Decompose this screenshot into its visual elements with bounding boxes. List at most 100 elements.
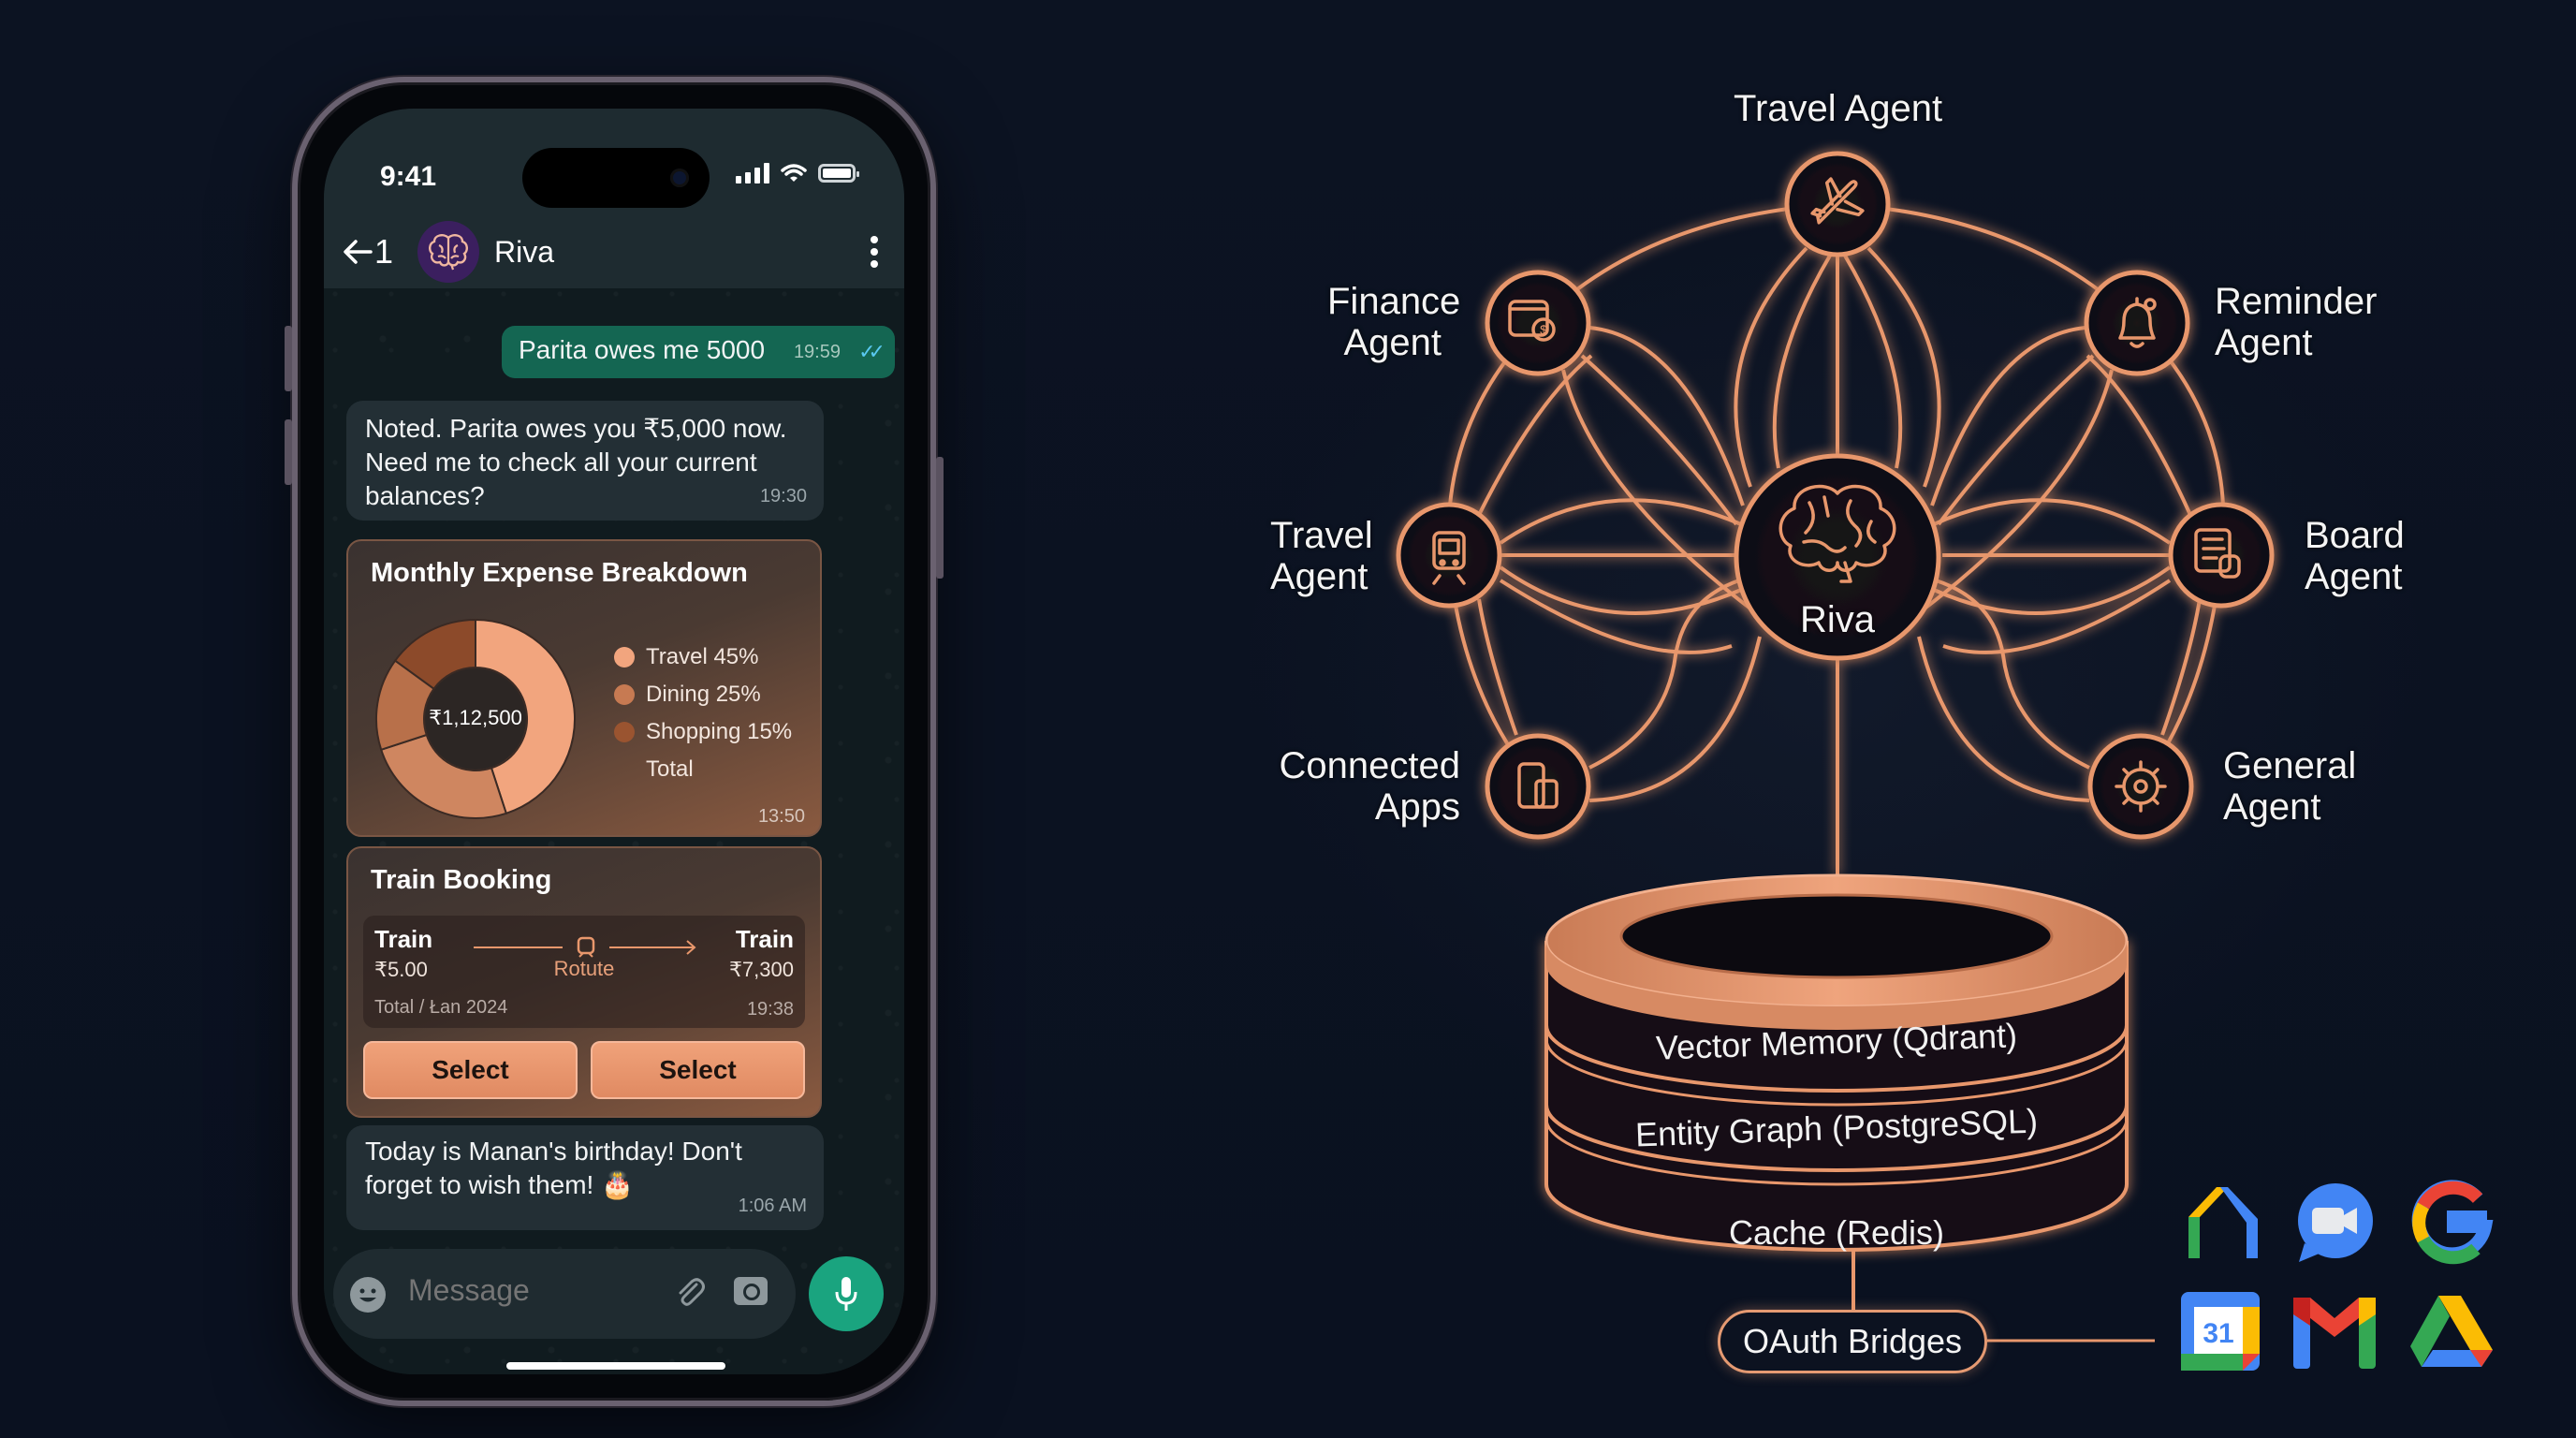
legend-dot (614, 722, 635, 742)
google-calendar-icon: 31 (2181, 1292, 2260, 1371)
message-time: 19:38 (746, 999, 794, 1020)
attachment-icon[interactable] (674, 1275, 706, 1317)
legend-label: Travel 45% (646, 644, 759, 669)
svg-text:31: 31 (2203, 1318, 2233, 1349)
unread-count: 1 (374, 232, 394, 271)
back-button[interactable]: 1 (343, 232, 393, 271)
svg-text:$: $ (1540, 322, 1547, 337)
legend-dot (614, 684, 635, 705)
connected-apps-node (1485, 733, 1591, 840)
home-indicator[interactable] (506, 1362, 725, 1370)
gmail-icon (2293, 1298, 2376, 1369)
chart-legend: Travel 45% Dining 25% Shopping 15% Total (614, 638, 792, 788)
status-icons (736, 163, 859, 183)
legend-label: Total (646, 756, 694, 782)
phone-side-button (285, 419, 292, 485)
dynamic-island (522, 148, 710, 208)
voice-record-button[interactable] (809, 1256, 884, 1331)
message-line: Today is Manan's birthday! Don't (365, 1137, 742, 1166)
phone-screen: 9:41 1 (324, 109, 904, 1374)
train-icon (1432, 531, 1466, 585)
storage-layer-cache: Cache (Redis) (1728, 1213, 1945, 1252)
origin-price: ₹5.00 (374, 958, 428, 981)
agent-nodes (1396, 151, 2275, 840)
route-summary: Train ₹5.00 Rotute Train ₹7,300 Total / … (363, 916, 805, 1028)
message-time: 1:06 AM (738, 1196, 807, 1216)
legend-dot (614, 647, 635, 668)
message-time: 19:59 (793, 342, 841, 362)
outgoing-message[interactable]: Parita owes me 5000 19:59 ✓✓ (502, 326, 895, 378)
destination-label: Train (735, 925, 794, 953)
train-booking-card[interactable]: Train Booking Train ₹5.00 Rotute Train ₹… (346, 846, 822, 1118)
card-title: Train Booking (371, 865, 552, 895)
route-origin: Train ₹5.00 (374, 925, 432, 982)
route-arrow (474, 936, 696, 958)
brain-icon (1778, 484, 1896, 583)
google-drive-icon (2410, 1296, 2493, 1367)
route-caption: Rotute (553, 957, 615, 980)
board-agent-node (2168, 502, 2275, 609)
gear-icon (2115, 760, 2167, 813)
donut-chart (374, 618, 576, 820)
google-icon (2411, 1180, 2494, 1265)
legend-item: Travel 45% (614, 638, 792, 676)
brain-icon (429, 234, 468, 271)
legend-item: Dining 25% (614, 676, 792, 713)
select-button-origin[interactable]: Select (363, 1041, 578, 1099)
route-footer: Total / Łan 2024 (374, 997, 508, 1018)
riva-hub-node (1734, 453, 1941, 661)
devices-icon (1517, 762, 1559, 809)
travel-agent-left-node (1396, 502, 1502, 609)
legend-label: Shopping 15% (646, 719, 793, 744)
back-arrow-icon (344, 240, 373, 264)
reminder-agent-node (2084, 270, 2190, 376)
message-line: balances? (365, 481, 485, 510)
incoming-message[interactable]: Today is Manan's birthday! Don't forget … (346, 1125, 824, 1230)
message-line: Need me to check all your current (365, 448, 757, 477)
message-time: 19:30 (759, 486, 807, 506)
contact-name[interactable]: Riva (494, 234, 555, 269)
destination-price: ₹7,300 (728, 958, 794, 981)
storage-stack (1544, 873, 2155, 1343)
message-text: Parita owes me 5000 (519, 335, 766, 364)
legend-item: Total (614, 751, 792, 788)
phone-power-button (936, 457, 944, 579)
route-destination: Train ₹7,300 (729, 925, 794, 982)
expense-breakdown-card[interactable]: Monthly Expense Breakdown ₹1,12,500 Trav… (346, 539, 822, 837)
card-title: Monthly Expense Breakdown (371, 558, 748, 588)
avatar[interactable] (417, 221, 479, 283)
message-input[interactable] (408, 1273, 633, 1308)
general-agent-node (2087, 733, 2194, 840)
donut-center-label: ₹1,12,500 (429, 706, 522, 729)
camera-icon[interactable] (734, 1277, 768, 1305)
bell-icon (2118, 297, 2157, 348)
signal-icon (736, 163, 769, 183)
train-icon (577, 936, 595, 955)
emoji-icon[interactable] (350, 1277, 386, 1313)
wallet-icon: $ (1508, 300, 1556, 342)
message-line: Noted. Parita owes you ₹5,000 now. (365, 414, 787, 443)
oauth-bridges: OAuth Bridges (1718, 1310, 1987, 1373)
riva-hub-label: Riva (1799, 599, 1876, 640)
message-time: 13:50 (757, 806, 805, 827)
legend-label: Dining 25% (646, 682, 761, 707)
board-icon (2194, 528, 2241, 579)
google-home-icon (2188, 1187, 2258, 1258)
battery-icon (818, 164, 859, 183)
google-meet-icon (2298, 1183, 2373, 1262)
phone-side-button (285, 326, 292, 391)
origin-label: Train (374, 925, 433, 953)
select-button-destination[interactable]: Select (591, 1041, 805, 1099)
integration-icons: 31 (2181, 1180, 2494, 1371)
more-options-icon[interactable] (871, 236, 878, 268)
status-time: 9:41 (380, 161, 437, 192)
incoming-message[interactable]: Noted. Parita owes you ₹5,000 now. Need … (346, 401, 824, 521)
wifi-icon (781, 164, 807, 182)
microphone-icon (835, 1277, 857, 1311)
